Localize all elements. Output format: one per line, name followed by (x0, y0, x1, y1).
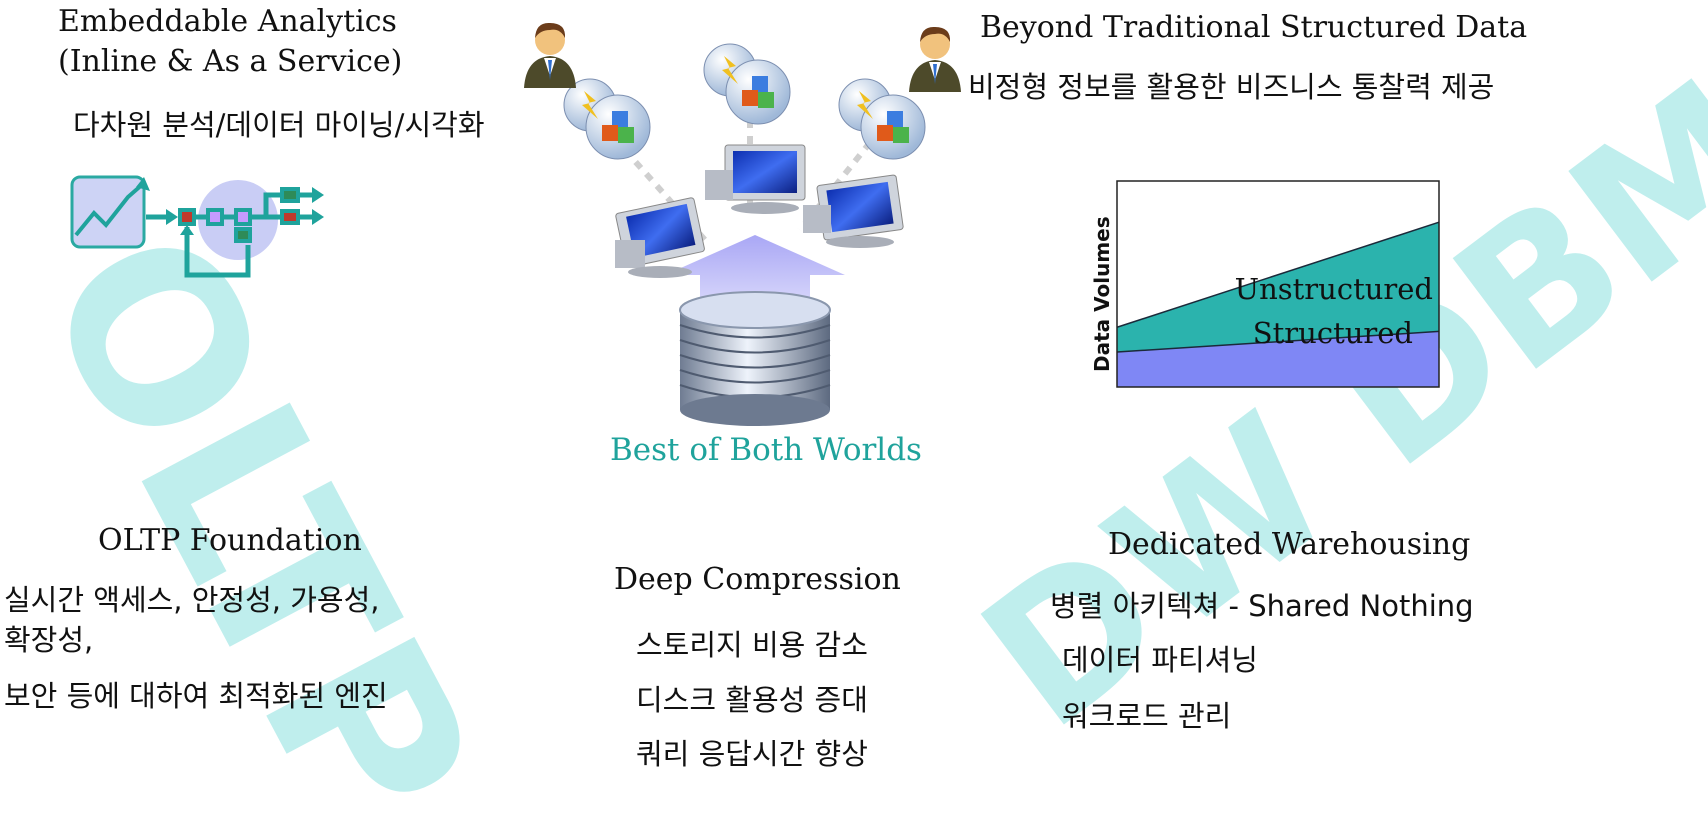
center-illustration (563, 43, 926, 426)
oltp-line-3: 보안 등에 대하여 최적화된 엔진 (4, 679, 388, 713)
chart-frame (1116, 180, 1440, 388)
flow-diagram-icon (70, 175, 324, 278)
analytics-cube-icon (838, 78, 926, 160)
compression-line-1: 스토리지 비용 감소 (636, 628, 868, 662)
compression-title: Deep Compression (614, 562, 901, 597)
monitor-icon (803, 174, 904, 248)
analytics-cube-icon (703, 43, 791, 125)
compression-line-3: 쿼리 응답시간 향상 (636, 737, 868, 771)
oltp-line-2: 확장성, (4, 623, 94, 657)
center-caption: Best of Both Worlds (610, 432, 922, 468)
compression-line-2: 디스크 활용성 증대 (636, 683, 868, 717)
y-axis-label: Data Volumes (1090, 216, 1114, 372)
monitor-icon (705, 144, 806, 214)
oltp-line-1: 실시간 액세스, 안정성, 가용성, (4, 583, 380, 617)
warehousing-line-2: 데이터 파티셔닝 (1062, 643, 1258, 677)
structured-data-subtitle: 비정형 정보를 활용한 비즈니스 통찰력 제공 (968, 70, 1495, 104)
analytics-title-line1: Embeddable Analytics (58, 4, 397, 39)
monitor-icon (615, 197, 705, 278)
line-structured (1116, 330, 1440, 353)
analytics-title-line2: (Inline & As a Service) (58, 44, 403, 79)
structured-data-title: Beyond Traditional Structured Data (980, 10, 1528, 45)
line-unstructured (1116, 221, 1440, 328)
area-structured (1117, 331, 1439, 387)
warehousing-line-1: 병렬 아키텍쳐 - Shared Nothing (1050, 589, 1474, 623)
oltp-title: OLTP Foundation (98, 523, 362, 558)
analytics-cube-icon (563, 78, 651, 160)
user-icon (524, 22, 576, 88)
series-label-structured: Structured (1253, 316, 1413, 350)
series-label-unstructured: Unstructured (1235, 272, 1433, 306)
analytics-subtitle: 다차원 분석/데이터 마이닝/시각화 (73, 108, 485, 142)
line-chart-icon (70, 175, 150, 249)
data-volume-chart: Data Volumes Unstructured Structured (1090, 180, 1440, 388)
warehousing-line-3: 워크로드 관리 (1062, 699, 1232, 733)
area-unstructured (1117, 222, 1439, 352)
user-icon (909, 26, 961, 92)
warehousing-title: Dedicated Warehousing (1108, 527, 1471, 562)
database-icon (679, 291, 831, 426)
